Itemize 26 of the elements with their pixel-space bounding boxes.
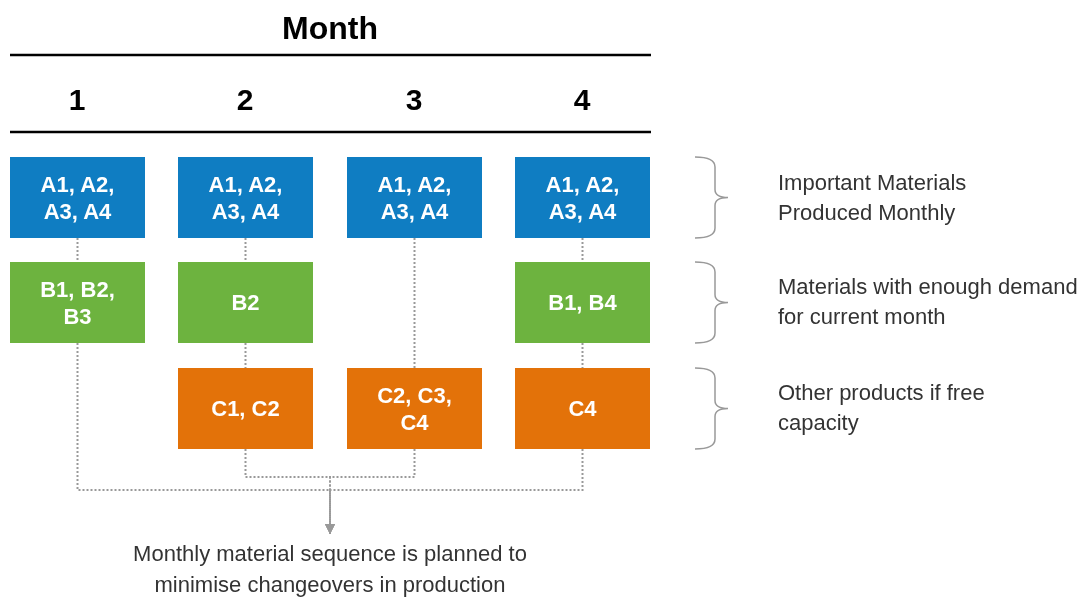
material-box: C1, C2 bbox=[178, 368, 313, 449]
column-number: 1 bbox=[67, 82, 87, 118]
connector-line bbox=[244, 342, 247, 369]
material-box: C4 bbox=[515, 368, 650, 449]
connector-line bbox=[325, 448, 584, 535]
summary-text: Monthly material sequence is planned to minimise changeovers in production bbox=[90, 538, 570, 600]
row-description: Important Materials Produced Monthly bbox=[778, 169, 968, 227]
material-box: B1, B4 bbox=[515, 262, 650, 343]
connector-line bbox=[581, 237, 584, 263]
material-box: A1, A2, A3, A4 bbox=[178, 157, 313, 238]
material-box: A1, A2, A3, A4 bbox=[515, 157, 650, 238]
axis-title: Month bbox=[281, 9, 379, 48]
material-box: B2 bbox=[178, 262, 313, 343]
column-number: 2 bbox=[235, 82, 255, 118]
material-box: C2, C3, C4 bbox=[347, 368, 482, 449]
row-description: Materials with enough demand for current month bbox=[778, 273, 1079, 331]
material-box: A1, A2, A3, A4 bbox=[10, 157, 145, 238]
material-box: A1, A2, A3, A4 bbox=[347, 157, 482, 238]
column-number: 3 bbox=[404, 82, 424, 118]
row-description: Other products if free capacity bbox=[778, 379, 986, 437]
material-box: B1, B2, B3 bbox=[10, 262, 145, 343]
connector-line bbox=[76, 237, 79, 263]
connector-line bbox=[413, 237, 416, 369]
column-number: 4 bbox=[572, 82, 592, 118]
connector-line bbox=[244, 237, 247, 263]
connector-line bbox=[581, 342, 584, 369]
